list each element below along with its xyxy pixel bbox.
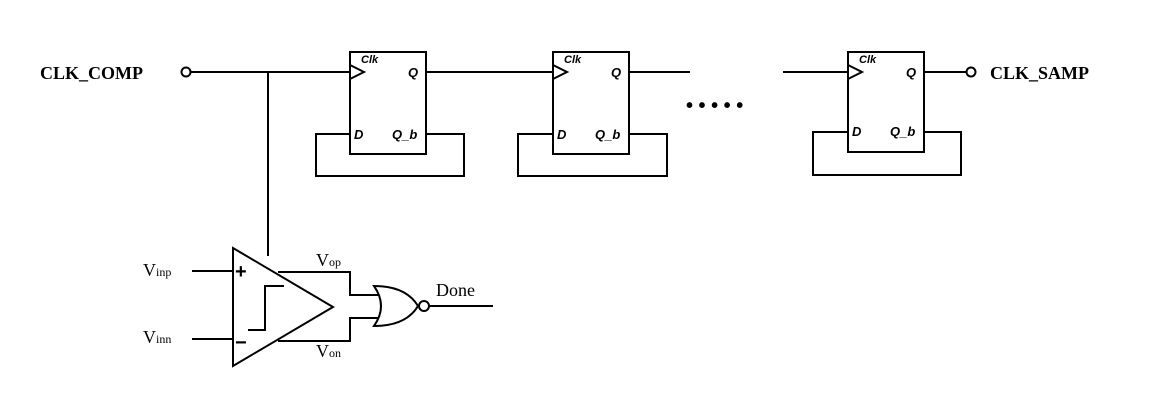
nor-bubble — [418, 300, 430, 312]
flip-flop-3: Clk Q D Q_b — [812, 51, 962, 176]
ellipsis-dots: • • • • • — [686, 95, 743, 117]
clk-samp-label: CLK_SAMP — [990, 63, 1089, 83]
flip-flop-1: Clk Q D Q_b — [315, 51, 465, 177]
ff1-d-label: D — [354, 127, 364, 142]
ff3-q-label: Q — [906, 65, 916, 80]
comparator: + − — [232, 246, 335, 368]
nor-gate — [372, 284, 430, 328]
clk-comp-terminal — [180, 66, 192, 78]
clk-comp-label: CLK_COMP — [40, 63, 143, 83]
ff3-qb-label: Q_b — [890, 124, 915, 139]
vop-wire — [278, 271, 378, 296]
ff2-clk-label: Clk — [564, 54, 582, 66]
vinp-label: Vinp — [143, 260, 171, 280]
flip-flop-2: Clk Q D Q_b — [517, 51, 668, 177]
ff1-q-label: Q — [408, 65, 418, 80]
clk-samp-terminal — [965, 66, 977, 78]
minus-sign: − — [235, 332, 247, 354]
hysteresis-symbol — [248, 285, 284, 331]
ff3-d-label: D — [852, 124, 862, 139]
von-label: Von — [316, 341, 341, 361]
ff1-qb-label: Q_b — [392, 127, 417, 142]
plus-sign: + — [235, 261, 247, 283]
ff2-d-label: D — [557, 127, 567, 142]
ff2-q-label: Q — [611, 65, 621, 80]
ff2-qb-label: Q_b — [595, 127, 620, 142]
vinn-label: Vinn — [143, 327, 171, 347]
von-wire — [278, 317, 378, 342]
ff1-clk-label: Clk — [361, 54, 379, 66]
done-label: Done — [436, 280, 475, 300]
ff3-clk-label: Clk — [859, 54, 877, 66]
vop-label: Vop — [316, 250, 341, 270]
